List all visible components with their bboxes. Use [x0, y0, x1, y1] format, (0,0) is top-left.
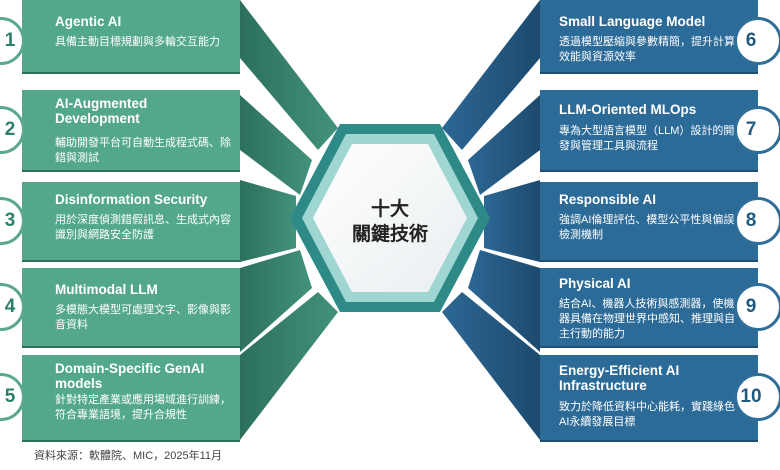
card-title: Agentic AI	[55, 14, 122, 29]
card-title: Responsible AI	[559, 192, 657, 207]
card-description: 致力於降低資料中心能耗，實踐綠色AI永續發展目標	[559, 401, 735, 428]
tech-card-physical-ai: Physical AI 結合AI、機器人技術與感測器，使機器具備在物理世界中感知…	[540, 268, 758, 346]
right-connector	[468, 250, 540, 352]
number-badge: 6	[734, 17, 780, 65]
center-title-line2: 關鍵技術	[351, 224, 428, 245]
number-badge: 9	[734, 283, 780, 331]
card-title: Energy-Efficient AI Infrastructure	[559, 363, 680, 393]
tech-card-responsible-ai: Responsible AI 強調AI倫理評估、模型公平性與偏誤檢測機制	[540, 182, 758, 260]
card-description: 透過模型壓縮與參數精簡，提升計算效能與資源效率	[559, 36, 735, 63]
tech-card-domain-specific-genai: Domain-Specific GenAI models 針對特定產業或應用場域…	[22, 355, 240, 440]
card-title: AI-Augmented Development	[55, 96, 148, 126]
left-connector	[240, 292, 338, 440]
tech-card-agentic-ai: Agentic AI 具備主動目標規劃與多輪交互能力	[22, 0, 240, 72]
center-title-line1: 十大	[370, 199, 409, 220]
right-connector	[468, 95, 540, 195]
card-description: 用於深度偵測錯假訊息、生成式內容識別與網路安全防護	[55, 214, 231, 241]
card-description: 針對特定產業或應用場域進行訓練，符合專業語境，提升合規性	[55, 394, 231, 421]
tech-card-small-language-model: Small Language Model 透過模型壓縮與參數精簡，提升計算效能與…	[540, 0, 758, 72]
number-badge: 8	[734, 197, 780, 245]
center-title: 十大 關鍵技術	[330, 197, 450, 247]
right-connector	[442, 292, 540, 440]
tech-card-multimodal-llm: Multimodal LLM 多模態大模型可處理文字、影像與影音資料	[22, 268, 240, 346]
card-title: Disinformation Security	[55, 192, 208, 207]
left-connector	[240, 0, 338, 150]
card-description: 強調AI倫理評估、模型公平性與偏誤檢測機制	[559, 214, 735, 241]
card-description: 輔助開發平台可自動生成程式碼、除錯與測試	[55, 137, 231, 164]
tech-card-energy-efficient-infrastructure: Energy-Efficient AI Infrastructure 致力於降低…	[540, 355, 758, 440]
card-description: 具備主動目標規劃與多輪交互能力	[55, 36, 220, 48]
left-connector	[240, 250, 312, 352]
card-title: Physical AI	[559, 276, 631, 291]
number-badge: 7	[734, 106, 780, 154]
left-connector	[240, 95, 312, 195]
center-hexagon-inner	[313, 144, 467, 292]
left-connector	[240, 180, 296, 262]
tech-card-llm-oriented-mlops: LLM-Oriented MLOps 專為大型語言模型（LLM）設計的開發與管理…	[540, 90, 758, 170]
right-connector	[442, 0, 540, 150]
card-title: Multimodal LLM	[55, 282, 158, 297]
tech-card-ai-augmented-development: AI-Augmented Development 輔助開發平台可自動生成程式碼、…	[22, 90, 240, 170]
card-description: 多模態大模型可處理文字、影像與影音資料	[55, 304, 231, 331]
card-title: Domain-Specific GenAI models	[55, 361, 205, 391]
tech-card-disinformation-security: Disinformation Security 用於深度偵測錯假訊息、生成式內容…	[22, 182, 240, 260]
card-title: LLM-Oriented MLOps	[559, 102, 697, 117]
card-description: 專為大型語言模型（LLM）設計的開發與管理工具與流程	[559, 125, 735, 152]
card-title: Small Language Model	[559, 14, 706, 29]
source-note: 資料來源：軟體院、MIC，2025年11月	[34, 450, 223, 462]
number-badge: 10	[734, 373, 780, 421]
right-connector	[484, 180, 540, 262]
card-description: 結合AI、機器人技術與感測器，使機器具備在物理世界中感知、推理與自主行動的能力	[559, 298, 735, 340]
